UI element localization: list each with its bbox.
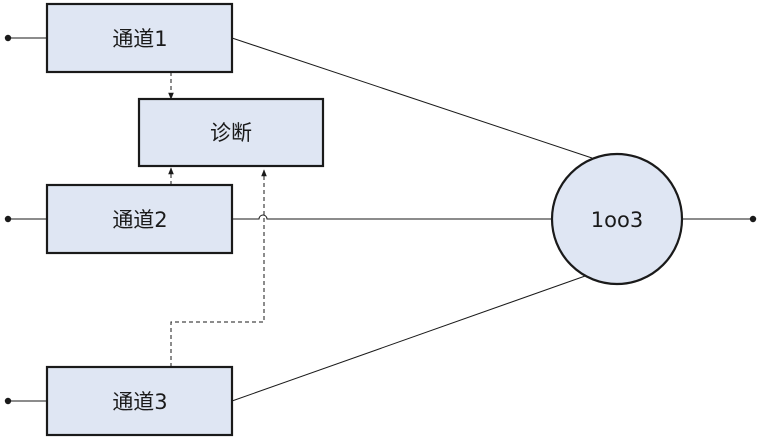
channel-3-label: 通道3	[112, 390, 167, 414]
channel-2-label: 通道2	[112, 208, 167, 232]
diagnosis-box	[137, 97, 325, 168]
channel-3-box	[45, 365, 234, 437]
wire-ch3-voter	[231, 274, 589, 402]
voter-label: 1oo3	[591, 208, 643, 232]
input-terminal-1	[4, 34, 12, 42]
output-terminal	[749, 215, 757, 223]
channel-2-box	[45, 183, 234, 255]
input-terminal-2	[4, 215, 12, 223]
voter-circle	[550, 152, 684, 286]
diagnosis-label: 诊断	[210, 121, 252, 145]
channel-1-label: 通道1	[112, 27, 167, 51]
diag-link-ch3	[170, 169, 267, 367]
wire-ch2-voter	[232, 214, 553, 220]
input-terminal-3	[4, 397, 12, 405]
channel-1-box	[45, 2, 234, 74]
wire-ch1-voter	[231, 37, 593, 159]
